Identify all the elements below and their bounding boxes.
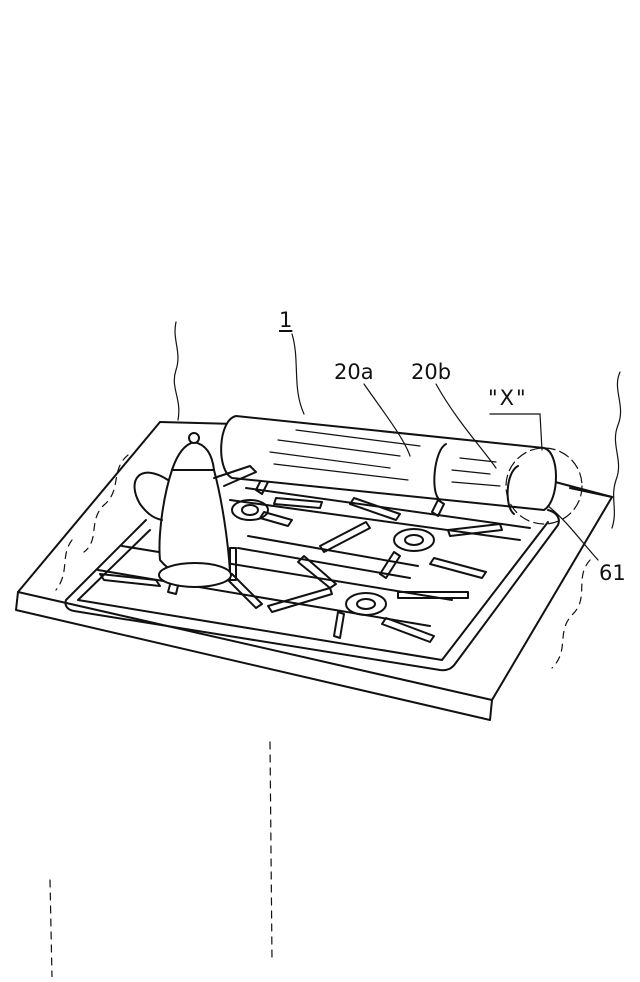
label-part-20a: 20a bbox=[334, 362, 374, 383]
counter-break-bottom bbox=[270, 742, 272, 960]
burner-front bbox=[346, 593, 386, 615]
wall-counter-joint bbox=[160, 422, 236, 424]
wall-break-left bbox=[174, 322, 179, 420]
stove-outer bbox=[65, 510, 558, 670]
label-part-20b: 20b bbox=[411, 362, 451, 383]
burner-right-back bbox=[394, 529, 434, 551]
counter-break-bottom-2 bbox=[50, 880, 52, 977]
grate-rail-5 bbox=[248, 536, 418, 566]
label-appliance-number: 1 bbox=[279, 310, 292, 331]
label-detail-x: "X" bbox=[488, 388, 528, 409]
label-part-61: 61 bbox=[599, 563, 626, 584]
wall-break-right bbox=[612, 372, 621, 528]
backguard-cylinder bbox=[221, 416, 556, 510]
stove-inner bbox=[78, 522, 548, 660]
counter-break-left-2 bbox=[56, 540, 72, 590]
leader-1 bbox=[292, 334, 304, 414]
counter-break-right bbox=[552, 560, 590, 668]
